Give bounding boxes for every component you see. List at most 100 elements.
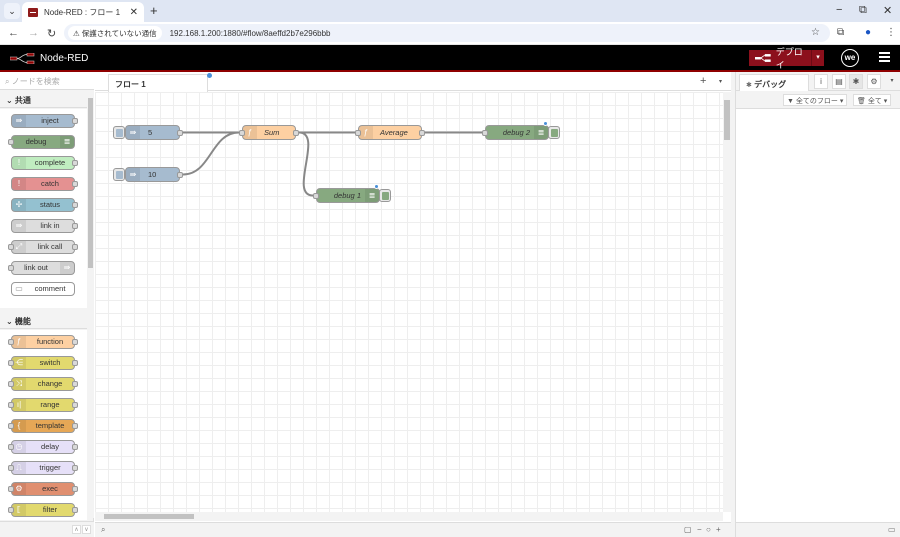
palette-node-label: trigger xyxy=(39,463,61,472)
restore-button[interactable]: ⧉ xyxy=(859,4,867,16)
output-port[interactable] xyxy=(177,129,183,136)
extensions-icon[interactable]: ⧉ xyxy=(837,27,845,38)
deploy-button[interactable]: デプロイ ▾ xyxy=(749,47,824,70)
palette-node-comment[interactable]: ▭ comment xyxy=(11,282,75,296)
security-warning-chip[interactable]: ⚠ 保護されていない通信 xyxy=(68,26,162,40)
palette-node-switch[interactable]: ⋲switch xyxy=(8,356,78,370)
palette-node-link-in[interactable]: ⇛link in xyxy=(11,219,78,233)
expand-all-button[interactable]: ∨ xyxy=(82,525,91,534)
deploy-main[interactable]: デプロイ xyxy=(749,47,811,70)
debug-toggle-face xyxy=(382,192,389,200)
canvas-horizontal-scrollbar-thumb[interactable] xyxy=(104,514,194,519)
forward-button[interactable]: → xyxy=(28,27,39,39)
inject-trigger-button[interactable] xyxy=(113,126,125,139)
search-flows-icon[interactable]: ⌕ xyxy=(101,525,106,534)
debug-tab-icon[interactable]: ✱ xyxy=(849,74,863,89)
input-port xyxy=(8,486,14,492)
palette-node-link-out[interactable]: ⇛link out xyxy=(8,261,75,275)
palette-node-template[interactable]: {template xyxy=(8,419,78,433)
palette-node-debug[interactable]: ≣debug xyxy=(8,135,75,149)
palette-scrollbar-thumb[interactable] xyxy=(88,98,93,268)
input-port[interactable] xyxy=(313,192,319,199)
address-bar[interactable] xyxy=(64,24,830,42)
debug-filter-select[interactable]: ▼ 全てのフロー ▾ xyxy=(783,94,848,106)
palette-node-filter[interactable]: ⟦filter xyxy=(8,503,78,517)
open-debug-window-icon[interactable]: ▭ xyxy=(888,525,896,534)
workspace-canvas[interactable] xyxy=(95,92,723,512)
palette-node-catch[interactable]: !catch xyxy=(11,177,78,191)
sidebar-separator[interactable] xyxy=(731,72,735,537)
main-menu-icon[interactable] xyxy=(879,52,890,64)
close-window-button[interactable]: ✕ xyxy=(883,5,893,17)
profile-icon[interactable]: ● xyxy=(865,27,872,38)
browser-tab[interactable]: Node-RED : フロー 1 ✕ xyxy=(22,2,144,22)
collapse-all-button[interactable]: ∧ xyxy=(72,525,81,534)
add-flow-button[interactable]: + xyxy=(700,75,707,87)
reload-button[interactable]: ↻ xyxy=(47,28,57,40)
palette-node-exec[interactable]: ⚙exec xyxy=(8,482,78,496)
config-tab-icon[interactable]: ⚙ xyxy=(867,74,881,89)
canvas-horizontal-scrollbar[interactable] xyxy=(95,512,723,521)
comment-node-icon: ▭ xyxy=(15,284,23,293)
tab-flow-1[interactable]: フロー 1 xyxy=(108,74,208,92)
palette-node-inject[interactable]: ⇛inject xyxy=(11,114,78,128)
palette-node-label: comment xyxy=(34,284,66,293)
palette-category-function[interactable]: ⌄ 機能 xyxy=(0,312,87,329)
flow-node-inject10[interactable]: ⇛10 xyxy=(125,167,183,182)
palette-node-trigger[interactable]: ⎍trigger xyxy=(8,461,78,475)
palette-category-common[interactable]: ⌄ 共通 xyxy=(0,91,87,108)
debug-toggle-button[interactable] xyxy=(379,189,391,202)
output-port[interactable] xyxy=(177,171,183,178)
flow-node-debug2[interactable]: ≣debug 2 xyxy=(482,125,549,140)
user-avatar[interactable]: we xyxy=(841,49,859,67)
help-tab-icon[interactable]: ▤ xyxy=(832,74,846,89)
palette-search-input[interactable]: ⌕ ノードを検索 xyxy=(0,72,94,90)
bookmark-star-icon[interactable]: ☆ xyxy=(811,27,820,38)
inject-trigger-button[interactable] xyxy=(113,168,125,181)
output-port[interactable] xyxy=(419,129,425,136)
navigator-icon[interactable]: ▢ xyxy=(684,525,692,534)
switch-node-icon: ⋲ xyxy=(12,357,26,369)
back-button[interactable]: ← xyxy=(8,27,19,39)
tab-search-button[interactable]: ⌄ xyxy=(4,3,20,19)
link-call-node-icon: ⤢ xyxy=(12,241,26,253)
deploy-menu-button[interactable]: ▾ xyxy=(811,50,824,66)
palette-scrollbar[interactable] xyxy=(87,90,94,518)
flow-list-menu-button[interactable]: ▾ xyxy=(719,79,723,85)
input-port xyxy=(8,139,14,145)
input-port[interactable] xyxy=(239,129,245,136)
zoom-in-button[interactable]: + xyxy=(716,525,721,534)
output-port[interactable] xyxy=(293,129,299,136)
info-tab-icon[interactable]: i xyxy=(814,74,828,89)
palette-node-complete[interactable]: !complete xyxy=(11,156,78,170)
zoom-reset-button[interactable]: ○ xyxy=(706,525,711,534)
canvas-vertical-scrollbar-thumb[interactable] xyxy=(724,100,730,140)
canvas-vertical-scrollbar[interactable] xyxy=(723,92,731,512)
zoom-out-button[interactable]: − xyxy=(697,525,702,534)
deploy-label: デプロイ xyxy=(775,47,803,70)
flow-node-inject5[interactable]: ⇛5 xyxy=(125,125,183,140)
minimize-button[interactable]: − xyxy=(836,4,843,16)
palette-node-range[interactable]: ı|range xyxy=(8,398,78,412)
input-port[interactable] xyxy=(482,129,488,136)
palette-node-link-call[interactable]: ⤢link call xyxy=(8,240,78,254)
palette-node-status[interactable]: ✢status xyxy=(11,198,78,212)
input-port[interactable] xyxy=(355,129,361,136)
flow-node-label: Average xyxy=(380,128,408,137)
output-port xyxy=(72,486,78,492)
palette-node-delay[interactable]: ◷delay xyxy=(8,440,78,454)
browser-menu-icon[interactable]: ⋮ xyxy=(886,27,896,38)
close-tab-icon[interactable]: ✕ xyxy=(129,6,138,18)
url-text[interactable]: 192.168.1.200:1880/#flow/8aeffd2b7e296bb… xyxy=(169,28,331,38)
debug-clear-select[interactable]: 🗑 全て ▾ xyxy=(853,94,892,106)
palette-node-label: catch xyxy=(41,179,59,188)
palette-node-change[interactable]: ⤨change xyxy=(8,377,78,391)
sidebar-tab-debug[interactable]: ✱ デバッグ xyxy=(739,74,809,92)
debug-toggle-button[interactable] xyxy=(548,126,560,139)
new-tab-button[interactable]: + xyxy=(150,3,158,18)
sidebar-tab-menu-button[interactable]: ▾ xyxy=(890,78,894,84)
flow-node-debug1[interactable]: ≣debug 1 xyxy=(313,188,380,203)
